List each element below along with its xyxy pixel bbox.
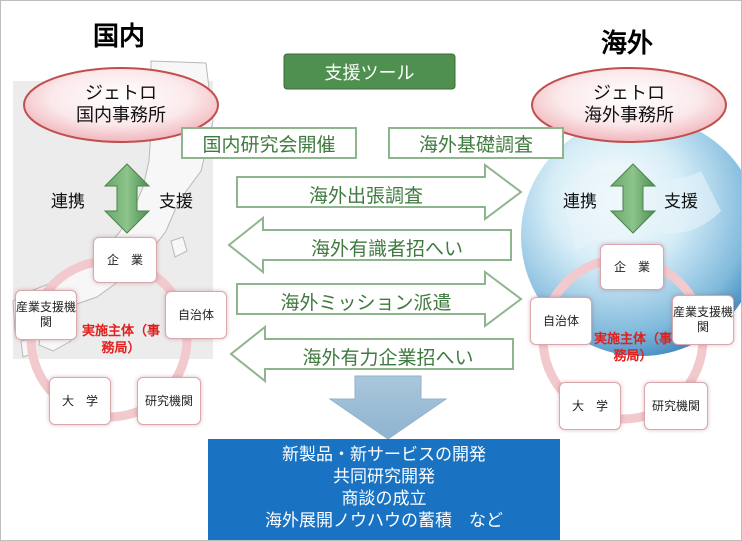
domestic-study-box: 国内研究会開催: [181, 127, 357, 159]
arrow-right-mission: [236, 270, 523, 328]
overseas-trip-label: 海外出張調査: [308, 185, 423, 207]
overseas-node-industry-support: 産業支援機関: [672, 295, 734, 345]
domestic-node-municipality: 自治体: [165, 291, 227, 339]
domestic-office-line2: 国内事務所: [76, 105, 166, 126]
overseas-node-university: 大 学: [559, 382, 621, 430]
domestic-node-industry-support: 産業支援機関: [15, 290, 77, 340]
overseas-survey-box: 海外基礎調査: [388, 127, 564, 159]
domestic-support-label: 支援: [159, 192, 193, 212]
domestic-office-label: ジェトロ 国内事務所: [41, 83, 201, 127]
overseas-cooperation-label: 連携: [563, 192, 597, 212]
overseas-office-ellipse: [531, 67, 727, 143]
domestic-node-research: 研究機関: [137, 377, 201, 425]
overseas-node-municipality: 自治体: [530, 297, 592, 345]
results-down-arrow: [328, 375, 448, 440]
overseas-node-company: 企 業: [600, 244, 664, 290]
overseas-double-arrow: [609, 163, 657, 234]
domestic-heading: 国内: [93, 22, 146, 52]
results-box: 新製品・新サービスの開発 共同研究開発 商談の成立 海外展開ノウハウの蓄積 など: [208, 439, 560, 540]
result-item-knowhow: 海外展開ノウハウの蓄積 など: [265, 511, 503, 531]
overseas-support-label: 支援: [664, 192, 698, 212]
domestic-node-university: 大 学: [49, 377, 111, 425]
overseas-node-research: 研究機関: [644, 382, 708, 430]
domestic-double-arrow: [103, 163, 151, 234]
overseas-office-line1: ジェトロ: [593, 83, 665, 104]
domestic-node-company: 企 業: [93, 237, 157, 283]
overseas-center-label: 実施主体（事務局）: [593, 332, 672, 364]
arrow-right-trip: [236, 163, 523, 221]
overseas-heading: 海外: [601, 29, 654, 59]
overseas-mission-label: 海外ミッション派遣: [280, 292, 452, 314]
result-item-joint-research: 共同研究開発: [333, 467, 435, 487]
result-item-business-deals: 商談の成立: [341, 489, 427, 509]
domestic-center-label: 実施主体（事務局）: [81, 324, 160, 356]
arrow-left-companies: [229, 324, 514, 384]
support-tools-title: 支援ツール: [324, 62, 415, 84]
overseas-office-line2: 海外事務所: [584, 105, 674, 126]
domestic-office-line1: ジェトロ: [85, 83, 157, 104]
result-item-new-products: 新製品・新サービスの開発: [282, 445, 486, 465]
invite-companies-label: 海外有力企業招へい: [302, 347, 474, 369]
domestic-cooperation-label: 連携: [51, 192, 85, 212]
domestic-office-ellipse: [23, 67, 219, 143]
overseas-office-label: ジェトロ 海外事務所: [549, 83, 709, 127]
arrow-left-experts: [227, 215, 512, 275]
invite-experts-label: 海外有識者招へい: [310, 238, 463, 260]
